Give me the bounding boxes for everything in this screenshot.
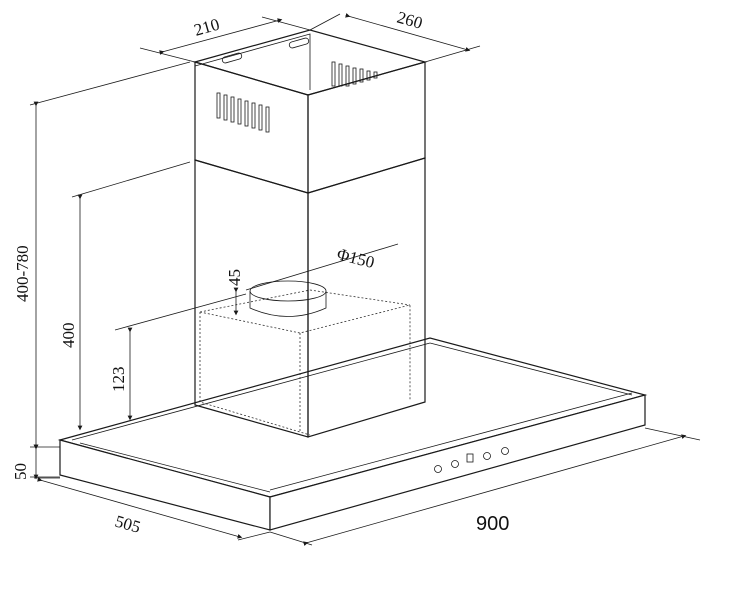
svg-text:45: 45 bbox=[225, 269, 244, 286]
svg-text:900: 900 bbox=[476, 513, 509, 535]
dim-duct-offset: 45 bbox=[225, 269, 244, 316]
dim-canopy-thickness: 50 bbox=[11, 444, 60, 480]
dim-total-height: 400-780 bbox=[13, 61, 191, 450]
svg-text:50: 50 bbox=[11, 463, 30, 480]
vent-grille-rear bbox=[331, 61, 378, 87]
dim-lower-height: 400 bbox=[59, 161, 191, 431]
svg-text:400-780: 400-780 bbox=[13, 245, 32, 302]
svg-text:260: 260 bbox=[395, 8, 425, 33]
svg-text:505: 505 bbox=[113, 512, 143, 537]
mounting-slot bbox=[221, 52, 243, 64]
dim-canopy-depth: 505 bbox=[34, 477, 271, 541]
dim-chimney-width: 210 bbox=[139, 15, 311, 63]
svg-text:Φ150: Φ150 bbox=[335, 244, 376, 272]
canopy bbox=[57, 337, 648, 531]
mounting-slot bbox=[288, 37, 310, 49]
svg-text:400: 400 bbox=[59, 323, 78, 349]
vent-grille bbox=[216, 92, 270, 133]
dim-canopy-width: 900 bbox=[269, 427, 701, 546]
svg-text:123: 123 bbox=[109, 367, 128, 393]
motor-housing bbox=[199, 280, 411, 436]
dim-motor-height: 123 bbox=[109, 293, 247, 421]
dim-duct-diameter: Φ150 bbox=[245, 243, 399, 291]
svg-text:210: 210 bbox=[192, 15, 222, 40]
